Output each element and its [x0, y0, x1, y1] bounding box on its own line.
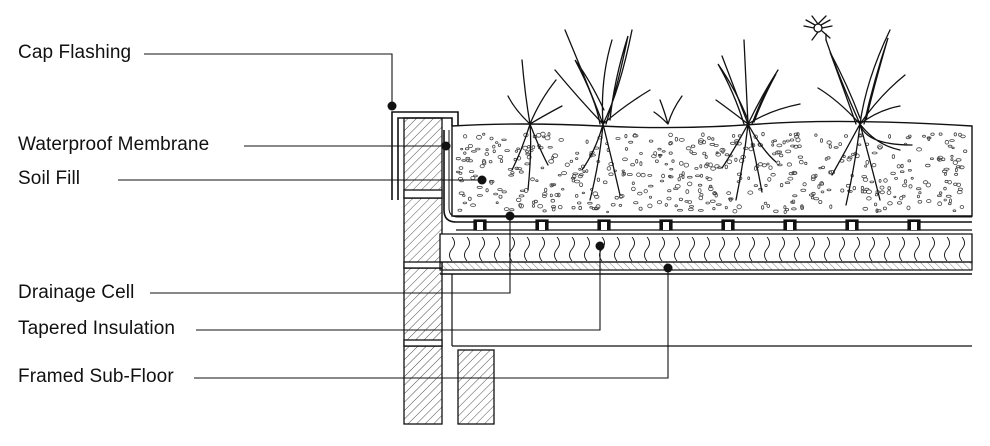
leader-lines	[118, 53, 669, 379]
leader-cap-flashing	[144, 53, 393, 106]
drainage-cell-layer	[456, 219, 972, 231]
label-framed-sub-floor: Framed Sub-Floor	[18, 366, 174, 387]
waterproof-membrane-shape	[443, 130, 972, 223]
label-drainage-cell: Drainage Cell	[18, 282, 135, 303]
vegetation	[507, 15, 913, 206]
leader-framed-sub-floor	[194, 268, 669, 379]
sub-floor-post	[457, 349, 495, 425]
leader-tapered-insulation	[196, 246, 601, 331]
label-waterproof-membrane: Waterproof Membrane	[18, 134, 210, 155]
leader-dots	[387, 101, 673, 273]
cap-flashing-shape	[391, 111, 459, 200]
label-tapered-insulation: Tapered Insulation	[18, 318, 176, 339]
label-cap-flashing: Cap Flashing	[18, 42, 132, 63]
label-soil-fill: Soil Fill	[18, 168, 81, 189]
tapered-insulation-layer	[439, 233, 973, 263]
parapet-wall	[403, 117, 443, 425]
roof-deck	[439, 261, 973, 347]
leader-drainage-cell	[150, 216, 511, 294]
soil-fill-layer	[451, 120, 973, 217]
